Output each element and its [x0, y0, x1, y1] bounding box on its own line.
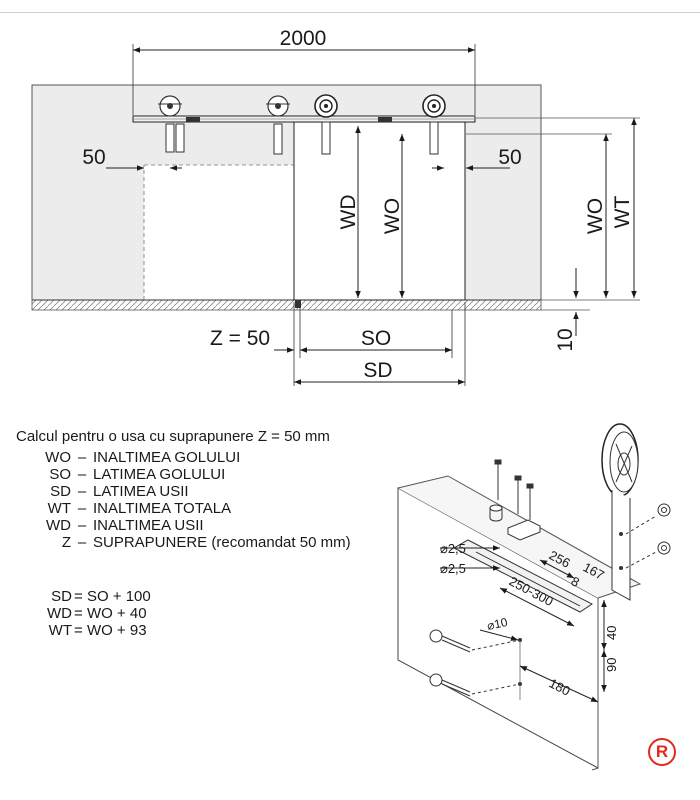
elevation-view: 2000 50 50 WD WO WO WT 10 Z = 50 — [31, 27, 640, 386]
rail-stopper — [378, 117, 392, 122]
calculation-legend: Calcul pentru o usa cu suprapunere Z = 5… — [16, 428, 406, 551]
dim-wo-right: WO — [584, 198, 607, 234]
legend-row: WD–INALTIMEA USII — [46, 517, 204, 534]
formula-row: SD= SO + 100 — [51, 588, 151, 605]
spacer-icon — [489, 504, 503, 522]
rail-guide — [295, 300, 301, 308]
legend-row: WT–INALTIMEA TOTALA — [47, 500, 232, 517]
wall-bracket-middle — [266, 95, 290, 155]
legend-row: SD–LATIMEA USII — [50, 483, 189, 500]
dim-90: 90 — [604, 658, 619, 672]
legend-row: Z–SUPRAPUNERE (recomandat 50 mm) — [61, 534, 351, 551]
legend-intro: Calcul pentru o usa cu suprapunere Z = 5… — [16, 428, 330, 445]
formula-row: WT= WO + 93 — [48, 622, 147, 639]
dim-overlap-right: 50 — [498, 146, 521, 169]
dim-d25-b: ⌀2,5 — [440, 561, 466, 576]
dim-d25-a: ⌀2,5 — [440, 541, 466, 556]
screw-icon — [494, 459, 534, 520]
top-divider — [0, 12, 700, 13]
legend-row: WO–INALTIMEA GOLULUI — [45, 449, 241, 466]
legend-row: SO–LATIMEA GOLULUI — [49, 466, 226, 483]
roller-wheel-icon — [601, 423, 639, 601]
dim-wt: WT — [611, 196, 634, 229]
dim-40: 40 — [604, 626, 619, 640]
rail-stopper — [186, 117, 200, 122]
dim-sd: SD — [363, 359, 392, 382]
stopper-clip-icon — [507, 519, 541, 541]
dim-overlap-left: 50 — [82, 146, 105, 169]
dim-overlap-z: Z = 50 — [210, 327, 270, 350]
dim-wd: WD — [337, 195, 360, 230]
formula-list: SD= SO + 100 WD= WO + 40 WT= WO + 93 — [32, 588, 151, 639]
dim-d10: ⌀10 — [486, 615, 509, 633]
dim-floor-gap: 10 — [554, 328, 577, 351]
formula-row: WD= WO + 40 — [47, 605, 147, 622]
isometric-detail-view — [397, 423, 671, 771]
door-roller-left — [314, 94, 338, 155]
dim-rail-length: 2000 — [280, 27, 327, 50]
registered-trademark-icon: R — [648, 738, 676, 766]
door-roller-right — [422, 94, 446, 155]
dim-so: SO — [361, 327, 391, 350]
dim-wo: WO — [381, 198, 404, 234]
bolt-icon — [429, 629, 521, 697]
wall-bracket-left — [158, 95, 185, 153]
nut-icon — [625, 503, 671, 569]
door-leaf — [293, 121, 466, 301]
